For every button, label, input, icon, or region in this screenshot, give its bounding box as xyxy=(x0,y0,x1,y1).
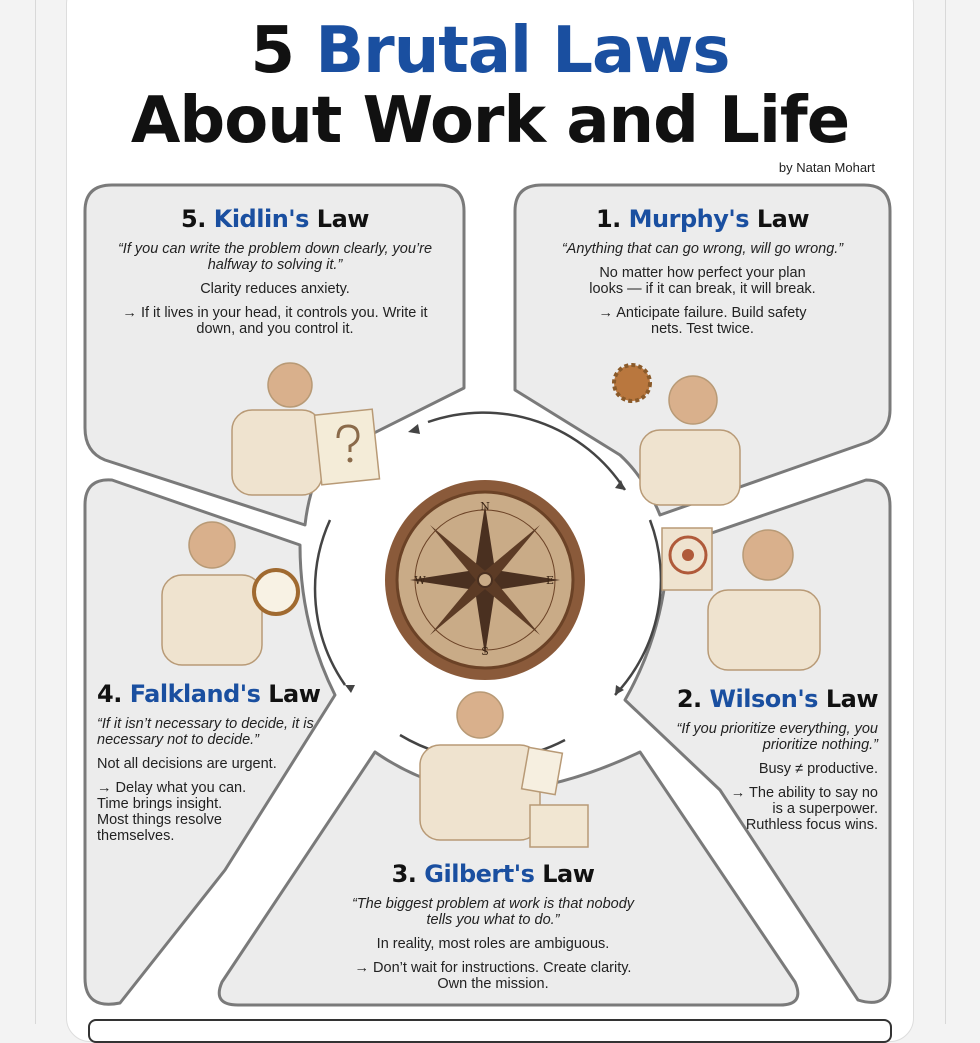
illustration-falkland-person xyxy=(161,521,300,666)
law-quote: “Anything that can go wrong, will go wro… xyxy=(561,241,844,257)
byline: by Natan Mohart xyxy=(778,160,875,175)
law-murphy: 1. Murphy's Law “Anything that can go wr… xyxy=(525,205,880,345)
law-line2: → If it lives in your head, it controls … xyxy=(122,305,428,337)
illustration-kidlin-person xyxy=(231,362,381,496)
page-edge-left xyxy=(35,0,36,1024)
law-quote: “If you prioritize everything, you prior… xyxy=(676,721,878,753)
law-title: 3. Gilbert's Law xyxy=(391,860,595,888)
cycle-arrows xyxy=(313,411,663,761)
compass-w: W xyxy=(414,574,426,587)
clock-icon xyxy=(252,568,300,616)
law-gilbert: 3. Gilbert's Law “The biggest problem at… xyxy=(340,860,646,1000)
law-line1: No matter how perfect your plan looks — … xyxy=(589,265,816,297)
law-falkland: 4. Falkland's Law “If it isn’t necessary… xyxy=(97,680,332,852)
law-line1: Busy ≠ productive. xyxy=(758,761,878,777)
page-edge-right xyxy=(945,0,946,1024)
panel-wilson xyxy=(623,478,892,1004)
law-line1: In reality, most roles are ambiguous. xyxy=(376,936,610,952)
compass-e: E xyxy=(546,574,554,587)
title-line-1: 5 Brutal Laws xyxy=(0,18,980,84)
illustration-wilson-person xyxy=(661,527,821,671)
law-quote: “The biggest problem at work is that nob… xyxy=(351,896,635,928)
law-wilson: 2. Wilson's Law “If you prioritize every… xyxy=(650,685,879,841)
question-mark-icon xyxy=(336,424,360,463)
gear-icon xyxy=(612,363,652,403)
illustration-gilbert-person xyxy=(419,691,589,848)
law-line1: Clarity reduces anxiety. xyxy=(200,281,350,297)
compass-icon xyxy=(385,480,585,680)
title-number: 5 xyxy=(250,14,296,88)
law-line2: → Don’t wait for instructions. Create cl… xyxy=(354,960,632,992)
compass-n: N xyxy=(480,500,490,513)
next-card-edge xyxy=(88,1019,892,1043)
law-title: 5. Kidlin's Law xyxy=(181,205,369,233)
title-accent: Brutal Laws xyxy=(315,14,730,88)
panel-kidlin xyxy=(83,183,466,527)
panel-murphy xyxy=(513,183,892,517)
title-line-2: About Work and Life xyxy=(130,84,850,158)
law-line1: Not all decisions are urgent. xyxy=(97,756,277,772)
law-kidlin: 5. Kidlin's Law “If you can write the pr… xyxy=(95,205,455,345)
target-icon xyxy=(668,535,708,575)
law-line2: → Anticipate failure. Build safety nets.… xyxy=(598,305,807,337)
law-title: 4. Falkland's Law xyxy=(97,680,321,708)
law-quote: “If you can write the problem down clear… xyxy=(117,241,433,273)
law-line2: → The ability to say no is a superpower.… xyxy=(730,785,878,833)
law-title: 1. Murphy's Law xyxy=(595,205,810,233)
law-line2: → Delay what you can. Time brings insigh… xyxy=(97,780,247,844)
paper-stack-icon xyxy=(529,804,589,848)
law-quote: “If it isn’t necessary to decide, it is … xyxy=(97,716,314,748)
compass-s: S xyxy=(481,645,489,658)
illustration-murphy-person xyxy=(612,363,741,506)
law-title: 2. Wilson's Law xyxy=(676,685,879,713)
